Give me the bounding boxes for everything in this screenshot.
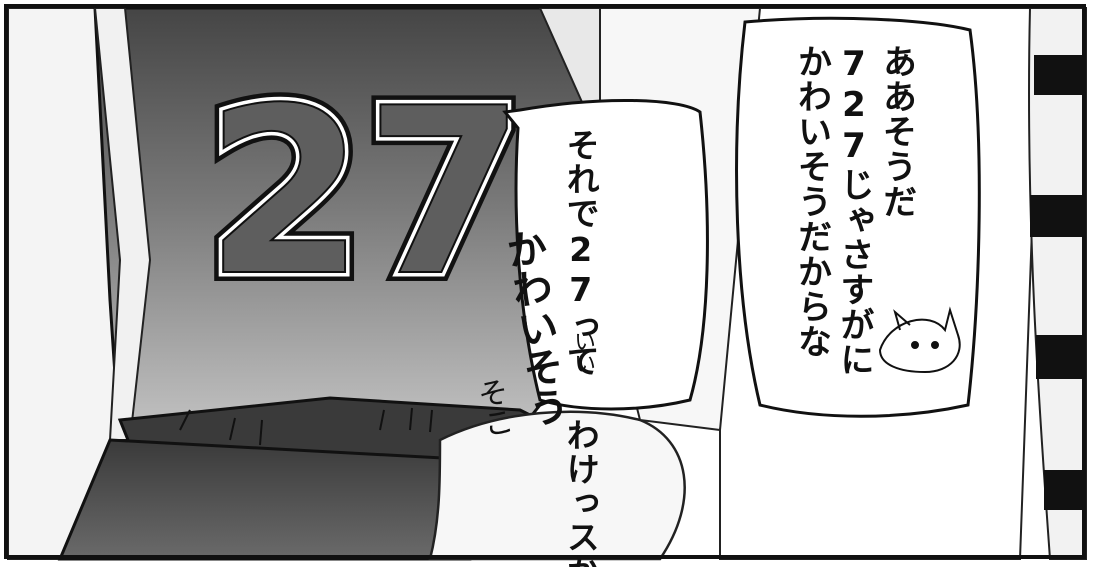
speech-bubble-center-text: それで27って わけっスか	[560, 128, 601, 567]
shorts	[57, 438, 482, 561]
speech-line: 727じゃさすがに	[834, 44, 874, 377]
sfx-ii: いい	[570, 330, 595, 374]
arm-stripe-2	[1030, 195, 1086, 237]
speech-line: ああそうだ	[876, 44, 917, 219]
speech-bubble-right-text: ああそうだ 727じゃさすがに かわいそうだからな	[790, 44, 918, 377]
cat-doodle-icon	[878, 306, 961, 374]
speech-bubble-center	[502, 99, 709, 411]
arm-stripe-3	[1036, 335, 1086, 379]
speech-bubble-right	[735, 16, 981, 418]
speech-line: それで27って	[561, 128, 601, 378]
svg-text:27: 27	[205, 60, 525, 327]
jersey-number-graphic: 27 27 27	[196, 51, 534, 336]
arm-stripe-1	[1034, 55, 1086, 95]
speech-line: かわいそうだからな	[791, 44, 832, 359]
svg-text:27: 27	[205, 60, 525, 327]
speech-line: わけっスか	[561, 418, 601, 567]
arm-stripe-4	[1044, 470, 1086, 510]
jersey-number-text: 27	[205, 60, 525, 327]
ink-lines	[179, 407, 433, 446]
hand	[428, 410, 686, 561]
